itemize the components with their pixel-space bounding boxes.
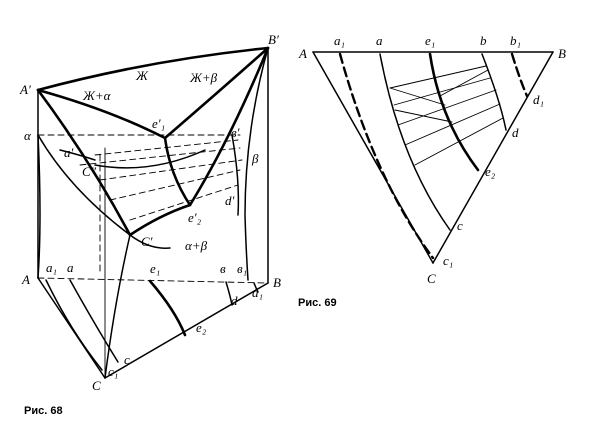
fig68-tie-3 [99,159,243,181]
fig68-solvus-C [104,234,131,379]
fig68-liquidus-A-e1 [36,88,167,140]
fig68-label-e2: e₂ [196,320,207,335]
fig69-label-C: C [427,271,436,286]
fig68-label-e1-prime: e′₁ [152,116,165,131]
fig68-region-alpha-beta: α+β [185,238,208,253]
fig69-side-AC [312,51,434,264]
fig69-label-a1: a₁ [334,33,345,48]
fig69-tie-7 [414,117,504,166]
fig68-prism-diagram: A′ B′ A B C C′ C″ α a′ в′ β d′ e′₁ e′₂ a… [19,32,281,417]
fig68-label-alpha: α [24,128,32,143]
fig69-caption: Рис. 69 [298,297,337,309]
fig68-base-curve-b1d1 [253,282,259,293]
fig69-tie-2 [393,77,491,106]
fig69-label-c1: c₁ [443,253,453,268]
fig69-label-b1: b₁ [510,33,521,48]
fig69-tie-4 [439,69,489,97]
fig69-tie-1 [389,65,487,89]
fig68-eutectic-curve-e1-e2 [163,136,192,207]
fig68-region-liquid: Ж [135,68,149,83]
fig68-label-e1: e₁ [150,261,160,276]
fig69-curve-a1c1 [338,52,435,260]
fig68-label-c: c [124,352,130,367]
fig68-base-curve-ac [69,279,119,363]
fig68-solvus-top [94,149,206,169]
fig68-label-d-prime: d′ [225,193,235,208]
fig68-tie-5 [129,184,239,221]
fig68-label-A-prime: A′ [19,82,31,97]
fig68-base-curve-a1c1 [45,279,103,371]
fig68-liquidus-e1-B [163,46,270,140]
fig69-tie-8 [394,109,453,123]
fig68-solvus-a [59,149,96,161]
fig68-liquidus-C-e2 [128,203,192,237]
fig69-side-BC [432,51,554,264]
fig68-label-b-prime: в′ [231,125,240,140]
fig69-tie-6 [404,103,501,146]
fig69-label-b: b [480,33,487,48]
fig68-label-C: C [92,378,101,393]
fig68-label-B: B [273,275,281,290]
fig69-curve-b1d1 [510,52,529,98]
fig69-tie-5 [397,89,497,126]
fig68-base-curve-e1e2 [148,279,187,337]
fig69-tie-3 [389,87,446,106]
fig68-solvus-A [37,134,41,279]
fig68-label-b1: в₁ [237,261,247,276]
fig68-caption: Рис. 68 [24,405,63,417]
fig69-label-A: A [298,46,307,61]
fig68-base-AB [37,277,269,284]
fig68-solidus-beta [244,47,269,281]
fig68-liquidus-AB-top [36,46,270,92]
fig68-tie-2 [79,147,241,166]
fig69-label-e1: e₁ [425,33,435,48]
fig69-label-d: d [512,125,519,140]
fig69-label-c: c [457,218,463,233]
fig69-label-B: B [558,46,566,61]
fig69-label-e2: e₂ [485,164,496,179]
fig68-label-a-prime: a′ [64,145,74,160]
fig68-label-A: A [21,272,30,287]
fig68-label-C-prime-inner: C″ [82,164,97,179]
fig68-label-a: a [67,260,74,275]
fig68-label-a1: a₁ [46,260,57,275]
fig68-region-liquid-alpha: Ж+α [82,88,112,103]
fig68-region-liquid-beta: Ж+β [189,70,218,85]
fig68-label-d: d [231,293,238,308]
fig68-base-BC [104,282,269,379]
fig68-label-c1: c₁ [108,364,118,379]
fig68-solidus-alpha [37,134,131,236]
fig69-curve-e1e2 [428,52,480,172]
fig68-label-b: в [220,261,226,276]
fig69-curve-bd [481,53,507,131]
fig69-triangle-diagram: A B C a₁ a e₁ b b₁ d₁ d e₂ c c₁ Рис. 69 [298,33,566,309]
fig68-label-e2-prime: e′₂ [188,210,202,225]
fig68-liquidus-B-e2 [188,46,270,207]
fig68-label-beta: β [251,151,259,166]
fig68-solidus-beta-inner [231,134,240,216]
fig68-label-B-prime: B′ [268,32,279,47]
fig69-label-a: a [376,33,383,48]
fig68-tie-4 [109,169,241,201]
fig68-label-d1: a₁ [252,285,263,300]
fig68-base-curve-bd [225,281,233,306]
fig68-label-C-prime: C′ [141,234,153,249]
fig69-curve-ac [379,53,451,231]
fig68-liquidus-A-C [36,88,132,237]
fig68-solvus-C2 [129,234,171,249]
fig69-label-d1: d₁ [533,92,544,107]
